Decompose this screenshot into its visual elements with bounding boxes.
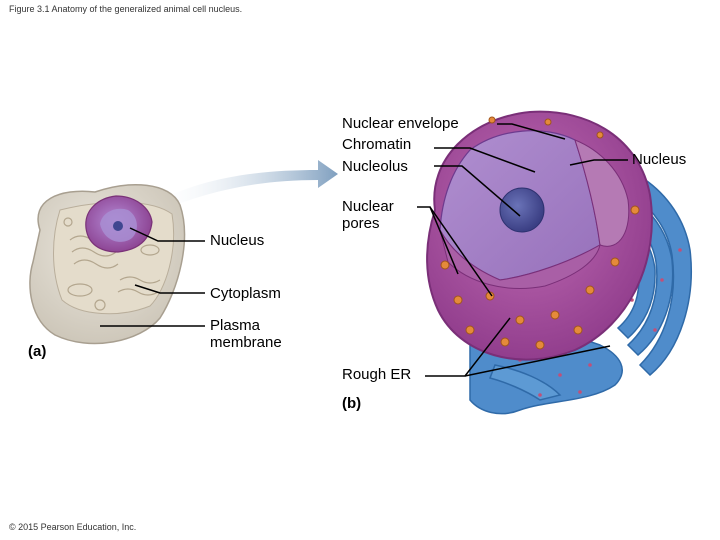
panel-label-a: (a) (28, 343, 47, 360)
leader-nuclear-pores-2 (429, 206, 493, 297)
leader-chromatin (434, 147, 536, 173)
leader-nucleus-a (129, 227, 205, 242)
nucleolus (499, 187, 545, 233)
copyright-notice: © 2015 Pearson Education, Inc. (9, 522, 137, 532)
label-chromatin: Chromatin (342, 136, 412, 153)
label-nucleus-b: Nucleus (632, 151, 687, 168)
nucleus-small (85, 195, 153, 253)
animal-cell-illustration (29, 184, 186, 345)
label-nucleolus: Nucleolus (342, 158, 408, 175)
nucleus-cutaway-illustration (426, 110, 692, 415)
panel-label-b: (b) (342, 395, 362, 412)
label-nuclear-envelope: Nuclear envelope (342, 115, 459, 132)
leader-lines (100, 123, 628, 377)
transition-arrow (150, 160, 338, 212)
leader-nucleus-b (569, 159, 628, 166)
label-plasma-membrane: Plasma membrane (210, 317, 282, 351)
cut-face-right (574, 139, 630, 247)
leader-nuclear-envelope (497, 123, 566, 140)
label-rough-er: Rough ER (342, 366, 412, 383)
leader-nucleolus (434, 165, 521, 217)
cut-face-bottom (439, 229, 601, 289)
leader-rough-er-2 (464, 345, 611, 377)
cytoplasm-organelles (63, 217, 161, 311)
label-nuclear-pores: Nuclear pores (342, 198, 394, 232)
figure-caption: Figure 3.1 Anatomy of the generalized an… (9, 4, 243, 14)
label-cytoplasm: Cytoplasm (210, 285, 281, 302)
label-nucleus-a: Nucleus (210, 232, 265, 249)
leader-cytoplasm (134, 284, 205, 294)
nuclear-pores (440, 116, 640, 350)
